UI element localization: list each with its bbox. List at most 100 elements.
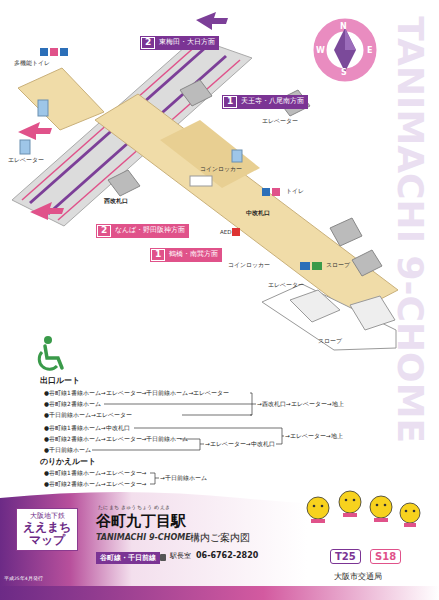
map-shape bbox=[311, 519, 325, 523]
facility-label: トイレ bbox=[286, 188, 304, 194]
route-text: →エレベーター→地上 bbox=[285, 433, 343, 440]
route-text: ●千日前線ホーム bbox=[44, 447, 91, 454]
facility-label: エレベーター bbox=[262, 118, 298, 124]
route-text: ●谷町線1番線ホーム→エレベーター→ bbox=[44, 470, 146, 477]
route-heading: のりかえルート bbox=[40, 458, 96, 467]
compass-letter: S bbox=[341, 68, 347, 77]
facility-label: コインロッカー bbox=[228, 262, 270, 268]
route-text: ●谷町線2番線ホーム bbox=[44, 401, 101, 408]
route-text: →エレベーター→中改札口 bbox=[205, 441, 275, 448]
line-name: 谷町線・千日前線 bbox=[96, 552, 160, 564]
map-shape bbox=[0, 492, 439, 600]
compass-letter: W bbox=[316, 46, 325, 55]
map-shape bbox=[352, 250, 382, 276]
map-shape bbox=[300, 262, 310, 270]
station-title: 谷町九丁目駅 bbox=[96, 513, 186, 530]
map-shape bbox=[384, 504, 387, 507]
map-shape bbox=[313, 505, 316, 508]
route-heading: 出口ルート bbox=[40, 377, 80, 386]
map-shape bbox=[45, 346, 62, 368]
facility-label: スロープ bbox=[318, 338, 342, 344]
node-text: S18 bbox=[375, 551, 396, 562]
map-shape bbox=[312, 262, 322, 270]
compass-letter: E bbox=[367, 46, 372, 55]
platform-sign: 1 天王寺・八尾南方面 bbox=[222, 95, 308, 109]
map-shape bbox=[374, 518, 388, 522]
map-shape bbox=[307, 497, 329, 519]
map-shape bbox=[38, 100, 48, 116]
node-text: 東梅田・大日方面 bbox=[159, 38, 215, 47]
map-shape bbox=[321, 505, 324, 508]
facility-label: コインロッカー bbox=[200, 166, 242, 172]
compass-letter: N bbox=[340, 22, 347, 31]
map-shape bbox=[108, 170, 140, 196]
station-code: S18 bbox=[370, 549, 401, 564]
map-shape bbox=[44, 336, 52, 344]
route-text: ●谷町線1番線ホーム→中改札口 bbox=[44, 425, 130, 432]
map-shape bbox=[150, 473, 159, 484]
map-shape bbox=[334, 28, 356, 72]
office-label: 駅長室 bbox=[170, 553, 191, 560]
map-shape bbox=[18, 122, 52, 140]
map-shape bbox=[190, 176, 212, 186]
facility-label: 多機能トイレ bbox=[14, 60, 50, 66]
map-shape bbox=[196, 12, 228, 30]
facility-label: エレベーター bbox=[268, 282, 304, 288]
map-shape bbox=[345, 499, 348, 502]
node-text: 2 bbox=[141, 37, 155, 49]
map-shape bbox=[376, 504, 379, 507]
map-shape bbox=[272, 188, 280, 196]
logo-box: 大阪地下鉄ええまち マップ bbox=[16, 508, 78, 551]
map-shape bbox=[404, 523, 416, 527]
map-shape bbox=[330, 218, 362, 246]
map-shape bbox=[350, 296, 395, 330]
map-shape bbox=[180, 80, 212, 106]
node-text: ええまち マップ bbox=[21, 521, 73, 547]
map-shape bbox=[343, 513, 357, 517]
map-shape bbox=[405, 510, 408, 513]
node-text: 大阪地下鉄 bbox=[21, 512, 73, 521]
node-text: 2 bbox=[97, 225, 111, 237]
route-text: ●谷町線2番線ホーム→エレベーター→ bbox=[44, 481, 146, 488]
publisher: 大阪市交通局 bbox=[334, 572, 382, 581]
station-name-latin: TANIMACHI 9-CHOME bbox=[96, 533, 191, 542]
map-shape bbox=[160, 120, 260, 188]
node-text: 1 bbox=[151, 249, 165, 261]
node-text: 天王寺・八尾南方面 bbox=[241, 97, 304, 106]
map-shape bbox=[0, 586, 439, 600]
map-shape bbox=[95, 94, 398, 314]
map-shape bbox=[30, 202, 64, 220]
map-shape bbox=[39, 352, 57, 369]
gate-label: 中改札口 bbox=[246, 210, 270, 217]
map-shape bbox=[353, 499, 356, 502]
route-text: ●谷町線2番線ホーム→エレベーター→千日前線ホーム bbox=[44, 436, 188, 443]
map-shape bbox=[313, 499, 416, 513]
map-shape bbox=[400, 503, 420, 523]
map-shape bbox=[18, 68, 104, 130]
map-subtitle: 構内ご案内図 bbox=[190, 532, 250, 544]
map-shape bbox=[50, 48, 58, 56]
ruby-text: たに まち きゅう ちょう め えき bbox=[98, 505, 170, 510]
map-shape bbox=[262, 188, 270, 196]
watermark: TANIMACHI 9-CHOME bbox=[389, 17, 430, 444]
map-shape bbox=[307, 491, 420, 523]
facility-label: スロープ bbox=[326, 262, 350, 268]
map-shape bbox=[345, 28, 356, 50]
map-shape bbox=[290, 290, 340, 322]
map-shape bbox=[339, 491, 361, 513]
gate-label: 西改札口 bbox=[104, 198, 128, 205]
node-text: 1 bbox=[223, 96, 237, 108]
map-shape bbox=[20, 140, 30, 154]
map-shape bbox=[232, 228, 240, 236]
station-code: T25 bbox=[330, 549, 361, 564]
issue-date: 平成25年4月発行 bbox=[4, 576, 43, 581]
route-text: ●千日前線ホーム→エレベーター bbox=[44, 412, 132, 419]
platform-sign: 2 なんば・野田阪神方面 bbox=[96, 224, 189, 238]
route-text: ●谷町線1番線ホーム→エレベーター→千日前線ホーム→エレベーター bbox=[44, 390, 229, 397]
node-text: なんば・野田阪神方面 bbox=[115, 226, 185, 235]
map-shape bbox=[40, 48, 48, 56]
route-text: →西改札口→エレベーター→地上 bbox=[257, 401, 344, 408]
node-text: 谷町線・千日前線 bbox=[100, 554, 156, 562]
route-text: →千日前線ホーム bbox=[160, 475, 207, 482]
